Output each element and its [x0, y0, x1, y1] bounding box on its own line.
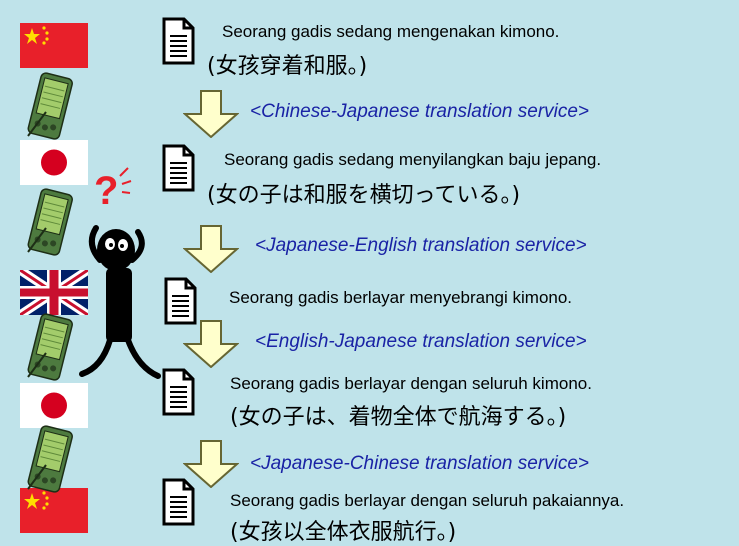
china-flag-icon: [20, 23, 88, 68]
translation-indonesian: Seorang gadis sedang menyilangkan baju j…: [224, 150, 602, 169]
down-arrow-icon: [183, 225, 239, 273]
service-label-chinese-japanese: <Chinese-Japanese translation service>: [250, 101, 590, 122]
service-label-english-japanese: <English-Japanese translation service>: [255, 331, 587, 352]
service-label-japanese-english: <Japanese-English translation service>: [255, 235, 587, 256]
translation-chinese: (女孩以全体衣服航行。): [230, 520, 457, 545]
service-label-japanese-chinese: <Japanese-Chinese translation service>: [250, 453, 590, 474]
document-icon: [158, 16, 198, 66]
pda-icon: [26, 188, 74, 258]
down-arrow-icon: [183, 440, 239, 488]
question-mark-icon: ?: [94, 169, 118, 213]
pda-icon: [26, 425, 74, 495]
document-icon: [160, 276, 200, 326]
translation-indonesian: Seorang gadis berlayar dengan seluruh pa…: [230, 491, 625, 510]
translation-indonesian: Seorang gadis berlayar menyebrangi kimon…: [229, 288, 573, 307]
source-sentence-chinese: (女孩穿着和服。): [207, 54, 368, 79]
down-arrow-icon: [183, 90, 239, 138]
source-sentence-indonesian: Seorang gadis sedang mengenakan kimono.: [222, 22, 560, 41]
pda-icon: [26, 72, 74, 142]
translation-japanese: (女の子は和服を横切っている。): [207, 183, 521, 208]
pda-icon: [26, 313, 74, 383]
document-icon: [158, 143, 198, 193]
down-arrow-icon: [183, 320, 239, 368]
document-icon: [158, 367, 198, 417]
translation-indonesian: Seorang gadis berlayar dengan seluruh ki…: [230, 374, 592, 393]
confused-person-icon: ?: [79, 167, 161, 379]
translation-japanese: (女の子は、着物全体で航海する。): [230, 405, 567, 430]
